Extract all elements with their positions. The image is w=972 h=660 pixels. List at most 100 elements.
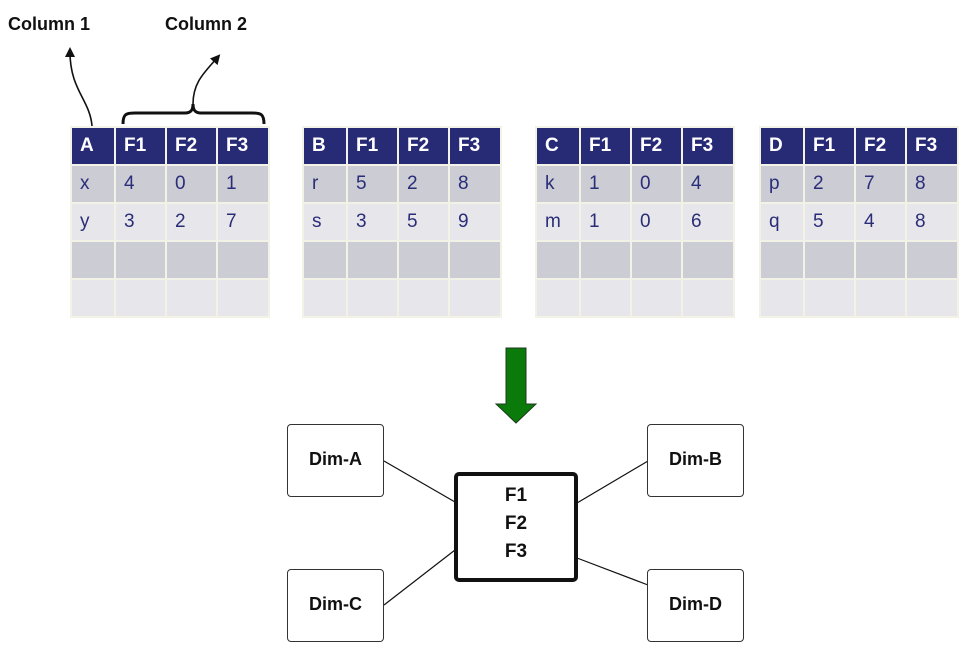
cell [683,242,733,278]
cell: 4 [683,166,733,202]
cell: 2 [399,166,448,202]
cell: 1 [581,166,630,202]
table-row: r 5 2 8 [304,166,500,202]
cell: r [304,166,346,202]
cell [399,242,448,278]
header-cell: F1 [116,128,165,164]
cell: 7 [218,204,268,240]
cell: 6 [683,204,733,240]
cell: 0 [632,166,681,202]
header-cell: F3 [907,128,957,164]
table-b: B F1 F2 F3 r 5 2 8 s 3 5 9 [302,126,502,318]
table-row: m 1 0 6 [537,204,733,240]
connector-dim-c [383,549,456,606]
cell: x [72,166,114,202]
fact-field: F2 [504,513,528,534]
header-cell: A [72,128,114,164]
cell [761,242,803,278]
cell [632,280,681,316]
fact-field: F1 [504,485,528,506]
cell [632,242,681,278]
cell [218,280,268,316]
cell: q [761,204,803,240]
cell [304,242,346,278]
cell [581,280,630,316]
cell [450,242,500,278]
cell: 8 [907,166,957,202]
header-cell: F3 [450,128,500,164]
header-cell: F2 [399,128,448,164]
table-row: k 1 0 4 [537,166,733,202]
dim-c-label: Dim-C [309,594,362,614]
dim-c-box: Dim-C [287,569,384,642]
cell: 5 [805,204,854,240]
dim-a-label: Dim-A [309,449,362,469]
table-header-row: A F1 F2 F3 [72,128,268,164]
cell: 9 [450,204,500,240]
dim-a-box: Dim-A [287,424,384,497]
cell: 3 [348,204,397,240]
cell [805,280,854,316]
table-row [537,242,733,278]
cell [683,280,733,316]
cell: p [761,166,803,202]
header-cell: F2 [632,128,681,164]
cell: s [304,204,346,240]
header-cell: C [537,128,579,164]
header-cell: F3 [218,128,268,164]
cell: 4 [116,166,165,202]
cell: m [537,204,579,240]
header-cell: F1 [805,128,854,164]
cell [167,242,216,278]
cell [72,280,114,316]
header-cell: F1 [581,128,630,164]
cell: 7 [856,166,905,202]
cell [761,280,803,316]
cell [348,280,397,316]
connector-dim-b [576,460,649,504]
dim-d-box: Dim-D [647,569,744,642]
cell: y [72,204,114,240]
header-cell: F3 [683,128,733,164]
cell [348,242,397,278]
table-row: y 3 2 7 [72,204,268,240]
table-row: q 5 4 8 [761,204,957,240]
dim-b-box: Dim-B [647,424,744,497]
cell [805,242,854,278]
dim-b-label: Dim-B [669,449,722,469]
header-cell: D [761,128,803,164]
cell: 8 [450,166,500,202]
cell [537,242,579,278]
table-row [304,242,500,278]
header-cell: F2 [167,128,216,164]
column-1-arrow [65,47,93,127]
table-row [304,280,500,316]
cell [450,280,500,316]
cell: 2 [167,204,216,240]
column-2-label: Column 2 [165,14,248,34]
cell: 8 [907,204,957,240]
column-2-brace [121,103,266,125]
column-1-label: Column 1 [8,14,91,34]
table-row [761,280,957,316]
table-row [761,242,957,278]
table-row: x 4 0 1 [72,166,268,202]
header-cell: F1 [348,128,397,164]
dim-d-label: Dim-D [669,594,722,614]
cell [856,280,905,316]
cell [218,242,268,278]
table-a: A F1 F2 F3 x 4 0 1 y 3 2 7 [70,126,270,318]
table-row: p 2 7 8 [761,166,957,202]
fact-table-box: F1 F2 F3 [454,472,578,582]
cell: 5 [399,204,448,240]
cell: 2 [805,166,854,202]
connector-dim-d [576,557,649,586]
cell [116,280,165,316]
cell [581,242,630,278]
cell [856,242,905,278]
table-header-row: C F1 F2 F3 [537,128,733,164]
table-c: C F1 F2 F3 k 1 0 4 m 1 0 6 [535,126,735,318]
table-header-row: D F1 F2 F3 [761,128,957,164]
table-row [537,280,733,316]
table-row [72,242,268,278]
